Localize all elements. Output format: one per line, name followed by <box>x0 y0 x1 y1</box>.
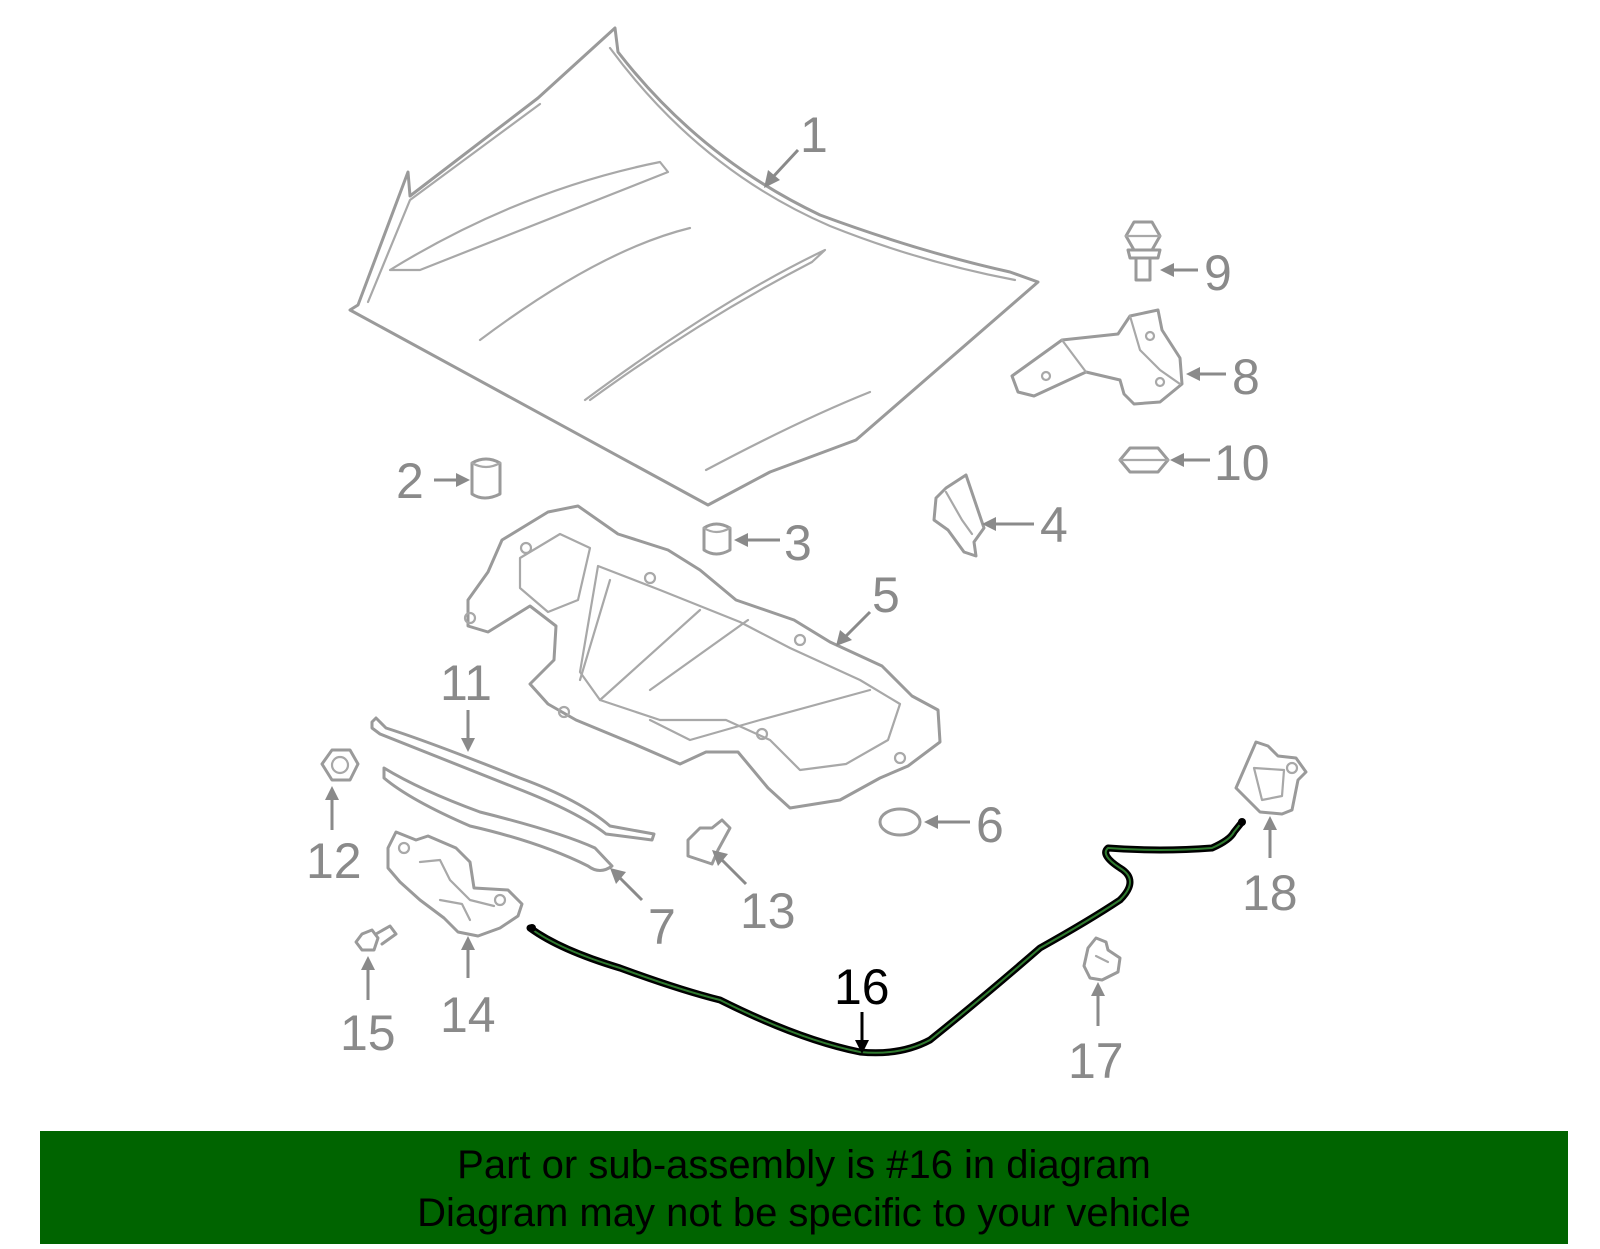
prop-rod-part[interactable] <box>370 716 656 842</box>
callout-13: 13 <box>740 883 796 939</box>
callout-11: 11 <box>440 655 492 711</box>
callout-12: 12 <box>306 833 362 889</box>
bolt-part[interactable] <box>1124 220 1162 282</box>
bumper-small-part[interactable] <box>702 522 732 556</box>
callout-2: 2 <box>396 453 424 509</box>
callout-arrows <box>325 148 1277 1054</box>
callout-16: 16 <box>834 959 890 1015</box>
callout-9: 9 <box>1204 245 1232 301</box>
bumper-part[interactable] <box>470 457 502 500</box>
cable-clip-part[interactable] <box>1082 936 1122 982</box>
nut-part[interactable] <box>1118 446 1170 474</box>
callout-14: 14 <box>440 987 496 1043</box>
arrow-7 <box>618 876 644 902</box>
callout-1: 1 <box>800 107 828 163</box>
seal-part[interactable] <box>878 807 922 837</box>
callout-6: 6 <box>976 797 1004 853</box>
callout-17: 17 <box>1068 1033 1124 1089</box>
latch-part[interactable] <box>386 830 524 938</box>
hood-part[interactable] <box>348 26 1040 507</box>
banner-disclaimer-line: Diagram may not be specific to your vehi… <box>417 1191 1191 1235</box>
callout-labels: 1 2 3 4 5 6 7 8 9 10 11 12 13 14 15 16 1… <box>306 107 1298 1089</box>
nut-lower-part[interactable] <box>320 748 360 782</box>
callout-7: 7 <box>648 899 676 955</box>
bracket-part[interactable] <box>932 473 986 558</box>
clip-part[interactable] <box>686 818 732 866</box>
callout-15: 15 <box>340 1005 396 1061</box>
callout-5: 5 <box>872 567 900 623</box>
bolt-lower-part[interactable] <box>354 924 398 952</box>
arrow-5 <box>844 610 872 638</box>
part-info-banner: Part or sub-assembly is #16 in diagram D… <box>40 1131 1568 1244</box>
callout-10: 10 <box>1214 435 1270 491</box>
arrow-13 <box>720 858 748 886</box>
banner-part-line: Part or sub-assembly is #16 in diagram <box>457 1143 1151 1187</box>
parts-diagram: 1 2 3 4 5 6 7 8 9 10 11 12 13 14 15 16 1… <box>306 26 1308 1089</box>
arrow-1 <box>770 148 800 180</box>
support-rod-part[interactable] <box>382 766 614 872</box>
callout-4: 4 <box>1040 497 1068 553</box>
release-handle-part[interactable] <box>1234 740 1308 816</box>
release-cable-part[interactable] <box>526 818 1246 1057</box>
callout-8: 8 <box>1232 349 1260 405</box>
hood-insulator-part[interactable] <box>463 504 942 810</box>
callout-18: 18 <box>1242 865 1298 921</box>
hinge-part[interactable] <box>1010 308 1184 406</box>
callout-3: 3 <box>784 515 812 571</box>
